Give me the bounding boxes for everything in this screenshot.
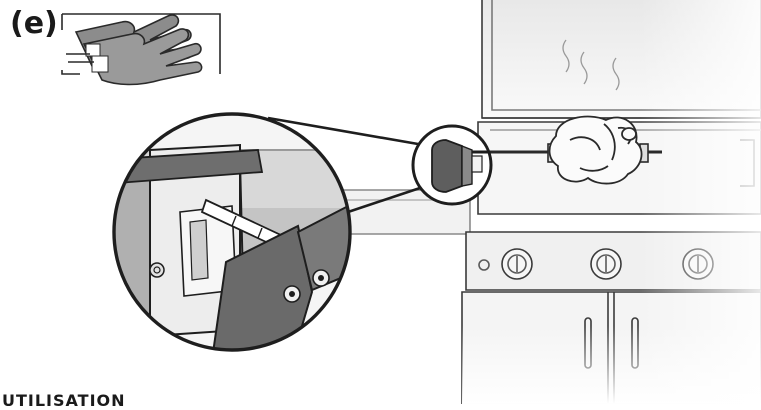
section-heading: UTILISATION [2, 391, 126, 410]
thumbscrew-2 [312, 269, 330, 287]
zoom-connector-lines [267, 116, 421, 216]
rotisserie-motor [411, 124, 493, 206]
zoom-detail-circle [112, 112, 352, 352]
chicken-on-spit [548, 115, 643, 185]
step-label: (e) [10, 6, 58, 41]
smoke-lines [562, 39, 620, 91]
thumbscrew-1 [283, 285, 301, 303]
heat-resistant-gloves-icon [61, 13, 221, 86]
